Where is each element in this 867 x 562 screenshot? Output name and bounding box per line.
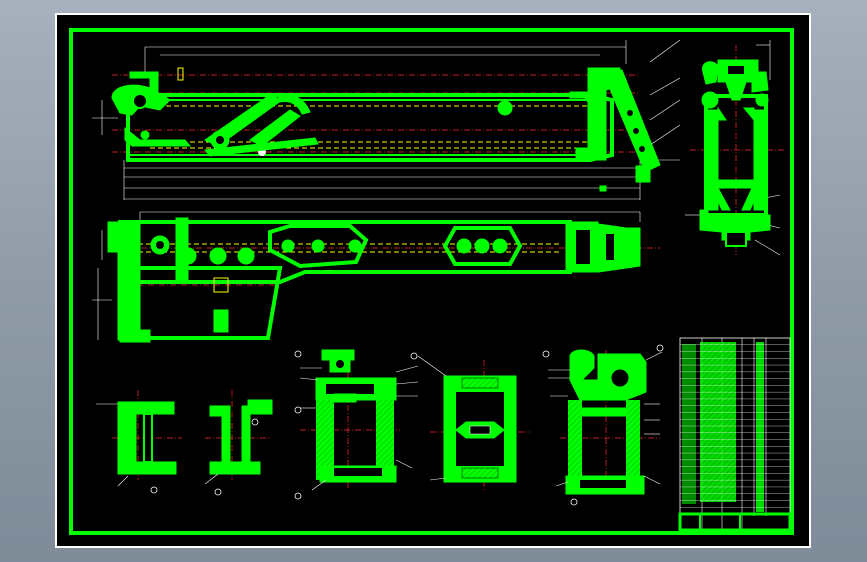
title-block xyxy=(678,337,792,532)
section-f-view xyxy=(542,344,664,506)
section-b-view xyxy=(96,390,182,494)
front-elevation-view xyxy=(92,39,681,200)
section-c-view xyxy=(204,390,273,496)
plan-view xyxy=(92,211,660,343)
section-d-view xyxy=(294,349,419,500)
section-e-view xyxy=(410,352,530,490)
side-section-a-view xyxy=(685,40,785,256)
drawing-border xyxy=(69,28,794,535)
